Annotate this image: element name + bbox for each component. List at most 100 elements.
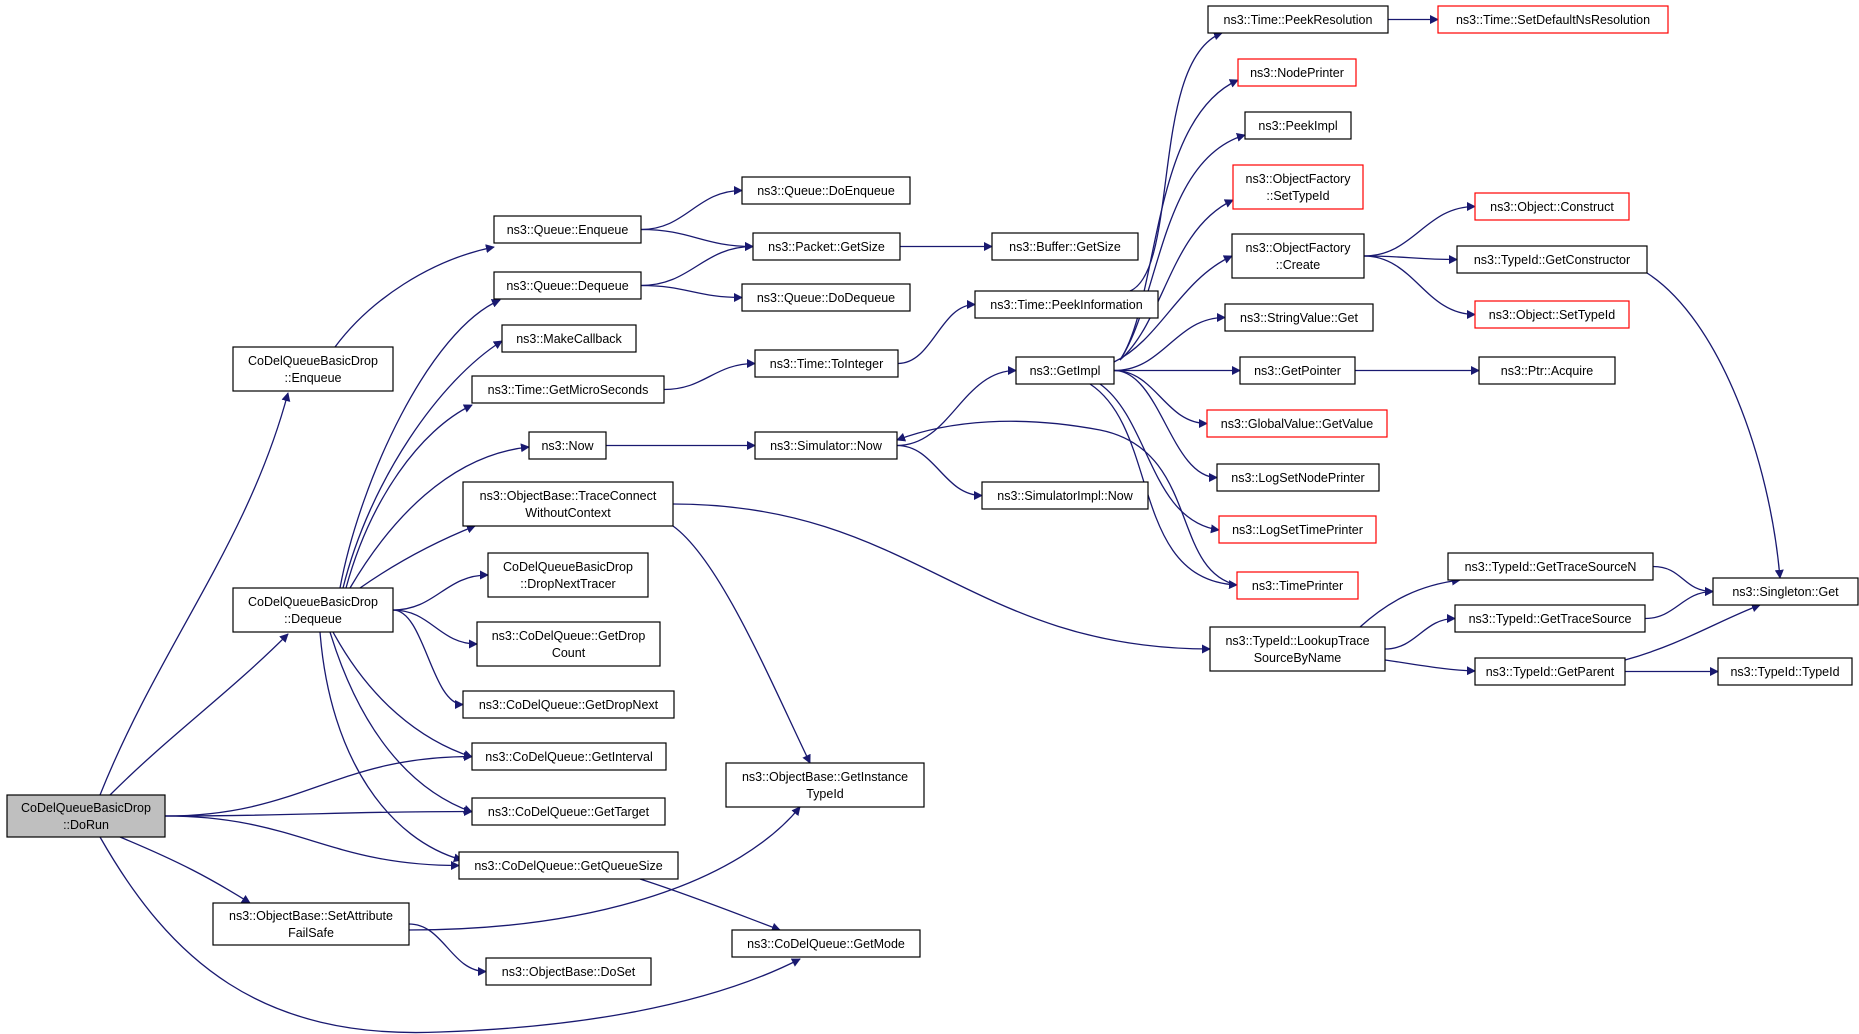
- node-makecallback[interactable]: ns3::MakeCallback: [501, 324, 637, 353]
- node-box: [1474, 192, 1630, 221]
- node-box: [1015, 356, 1115, 385]
- node-simimplnow[interactable]: ns3::SimulatorImpl::Now: [981, 481, 1149, 510]
- edge-root-to-enqueue_td: [99, 392, 291, 796]
- node-box: [1447, 552, 1654, 581]
- node-getdropnext[interactable]: ns3::CoDelQueue::GetDropNext: [462, 690, 675, 719]
- node-box: [981, 481, 1149, 510]
- node-nodeprinter[interactable]: ns3::NodePrinter: [1237, 58, 1357, 87]
- edge-getmicro-to-tointeger: [663, 359, 756, 391]
- node-box: [731, 929, 921, 958]
- node-queue_dequeue[interactable]: ns3::Queue::Dequeue: [493, 271, 642, 300]
- edge-setattr-to-doset: [408, 923, 487, 976]
- node-getconstructor[interactable]: ns3::TypeId::GetConstructor: [1456, 245, 1648, 274]
- node-label: ns3::TypeId::LookupTrace: [1225, 634, 1369, 648]
- edge-ofcreate-to-getconstructor: [1363, 254, 1458, 264]
- node-label: ns3::StringValue::Get: [1240, 311, 1358, 325]
- node-label: ns3::CoDelQueue::GetDropNext: [479, 698, 659, 712]
- edge-lookuptrace-to-gettracesourcen: [1359, 576, 1461, 628]
- node-gettracesource[interactable]: ns3::TypeId::GetTraceSource: [1454, 604, 1646, 633]
- node-globalvalue[interactable]: ns3::GlobalValue::GetValue: [1206, 409, 1388, 438]
- node-getmode[interactable]: ns3::CoDelQueue::GetMode: [731, 929, 921, 958]
- node-box: [471, 375, 665, 404]
- node-queue_enqueue[interactable]: ns3::Queue::Enqueue: [493, 215, 642, 244]
- node-peekimpl[interactable]: ns3::PeekImpl: [1244, 111, 1352, 140]
- node-peekres[interactable]: ns3::Time::PeekResolution: [1207, 5, 1389, 34]
- node-logsetnodeprinter[interactable]: ns3::LogSetNodePrinter: [1216, 463, 1380, 492]
- node-box: [232, 346, 394, 392]
- node-now[interactable]: ns3::Now: [528, 431, 607, 460]
- node-objsettypeid[interactable]: ns3::Object::SetTypeId: [1474, 300, 1630, 329]
- node-gettarget[interactable]: ns3::CoDelQueue::GetTarget: [471, 797, 666, 826]
- node-label: ns3::Queue::DoEnqueue: [757, 184, 895, 198]
- node-logsettimeprinter[interactable]: ns3::LogSetTimePrinter: [1218, 515, 1377, 544]
- node-peekinfo[interactable]: ns3::Time::PeekInformation: [974, 290, 1159, 319]
- edge-getimpl-to-peekimpl: [1119, 132, 1246, 361]
- node-getmicro[interactable]: ns3::Time::GetMicroSeconds: [471, 375, 665, 404]
- node-label: ns3::Packet::GetSize: [768, 240, 885, 254]
- node-ofsettypeid[interactable]: ns3::ObjectFactory::SetTypeId: [1232, 164, 1364, 210]
- node-getimpl[interactable]: ns3::GetImpl: [1015, 356, 1115, 385]
- node-singletonget[interactable]: ns3::Singleton::Get: [1712, 577, 1859, 606]
- node-gettracesourcen[interactable]: ns3::TypeId::GetTraceSourceN: [1447, 552, 1654, 581]
- edge-getimpl-to-timeprinter: [1089, 383, 1238, 590]
- node-buffergetsize[interactable]: ns3::Buffer::GetSize: [991, 232, 1139, 261]
- node-label: CoDelQueueBasicDrop: [248, 354, 378, 368]
- node-box: [1216, 463, 1380, 492]
- node-label: ns3::GetImpl: [1030, 364, 1101, 378]
- node-box: [1232, 164, 1364, 210]
- edge-enqueue_td-to-queue_enqueue: [334, 244, 495, 348]
- edge-dequeue_td-to-getqueuesize: [319, 631, 463, 863]
- node-box: [725, 762, 925, 808]
- node-getpointer[interactable]: ns3::GetPointer: [1239, 356, 1356, 385]
- edge-dequeue_td-to-getinterval: [332, 631, 473, 759]
- node-root[interactable]: CoDelQueueBasicDrop::DoRun: [6, 794, 166, 838]
- node-label: ns3::ObjectBase::SetAttribute: [229, 909, 393, 923]
- edge-root-to-getmode: [99, 836, 801, 1034]
- node-traceconnect[interactable]: ns3::ObjectBase::TraceConnectWithoutCont…: [462, 481, 674, 527]
- node-enqueue_td[interactable]: CoDelQueueBasicDrop::Enqueue: [232, 346, 394, 392]
- node-label: ns3::SimulatorImpl::Now: [997, 489, 1133, 503]
- node-ofcreate[interactable]: ns3::ObjectFactory::Create: [1231, 233, 1365, 279]
- node-setdefaultns[interactable]: ns3::Time::SetDefaultNsResolution: [1437, 5, 1669, 34]
- node-box: [1209, 626, 1386, 672]
- node-getinterval[interactable]: ns3::CoDelQueue::GetInterval: [471, 742, 667, 771]
- node-doenqueue[interactable]: ns3::Queue::DoEnqueue: [741, 176, 911, 205]
- edge-tointeger-to-peekinfo: [897, 300, 976, 365]
- node-box: [1454, 604, 1646, 633]
- node-label: ns3::TypeId::GetParent: [1486, 665, 1615, 679]
- node-label: ns3::Time::SetDefaultNsResolution: [1456, 13, 1650, 27]
- node-dropnexttracer[interactable]: CoDelQueueBasicDrop::DropNextTracer: [487, 552, 649, 598]
- edge-ofcreate-to-objsettypeid: [1363, 255, 1476, 319]
- node-typeidctor[interactable]: ns3::TypeId::TypeId: [1717, 657, 1853, 686]
- node-tointeger[interactable]: ns3::Time::ToInteger: [754, 349, 899, 378]
- node-box: [1244, 111, 1352, 140]
- edge-queue_enqueue-to-packetgetsize: [640, 228, 754, 251]
- node-layer: CoDelQueueBasicDrop::DoRun CoDelQueueBasi…: [6, 5, 1859, 986]
- node-getqueuesize[interactable]: ns3::CoDelQueue::GetQueueSize: [458, 851, 679, 880]
- node-box: [991, 232, 1139, 261]
- node-box: [462, 481, 674, 527]
- node-box: [741, 283, 911, 312]
- node-box: [501, 324, 637, 353]
- edge-lookuptrace-to-getparent: [1384, 659, 1476, 676]
- node-dodequeue[interactable]: ns3::Queue::DoDequeue: [741, 283, 911, 312]
- node-packetgetsize[interactable]: ns3::Packet::GetSize: [752, 232, 901, 261]
- node-objconstruct[interactable]: ns3::Object::Construct: [1474, 192, 1630, 221]
- edge-root-to-getqueuesize: [164, 815, 460, 870]
- node-dequeue_td[interactable]: CoDelQueueBasicDrop::Dequeue: [232, 587, 394, 633]
- node-timeprinter[interactable]: ns3::TimePrinter: [1236, 571, 1359, 600]
- edge-getimpl-to-ofsettypeid: [1119, 199, 1234, 361]
- node-simnow[interactable]: ns3::Simulator::Now: [754, 431, 898, 460]
- node-label: ns3::TimePrinter: [1252, 579, 1343, 593]
- node-doset[interactable]: ns3::ObjectBase::DoSet: [485, 957, 652, 986]
- node-label: ns3::Ptr::Acquire: [1501, 364, 1593, 378]
- node-label: ns3::Queue::DoDequeue: [757, 291, 895, 305]
- node-getparent[interactable]: ns3::TypeId::GetParent: [1474, 657, 1626, 686]
- node-stringvalueget[interactable]: ns3::StringValue::Get: [1224, 303, 1374, 332]
- node-label: ns3::Object::SetTypeId: [1489, 308, 1616, 322]
- node-ptracquire[interactable]: ns3::Ptr::Acquire: [1478, 356, 1616, 385]
